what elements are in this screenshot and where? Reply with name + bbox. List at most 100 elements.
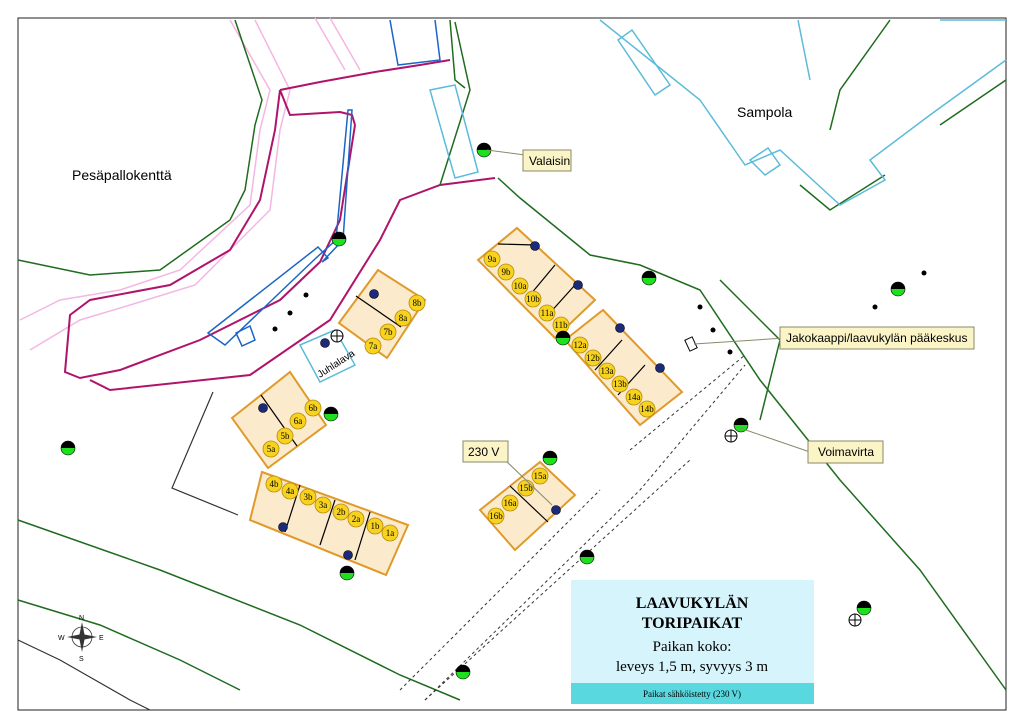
callout-voltage: 230 V [462,440,509,463]
compass-n: N [79,615,84,622]
outlet-symbols [330,329,862,627]
stall-slot-7a[interactable]: 7a [364,337,382,355]
lamp-icon [455,664,471,680]
legend-footer-text: Paikat sähköistetty (230 V) [643,689,741,699]
stall-slot-label: 4a [286,486,295,496]
stall-slot-6b[interactable]: 6b [304,399,322,417]
legend-footer-band [571,683,814,704]
stall-slot-2a[interactable]: 2a [347,510,365,528]
driveway [399,354,746,701]
lamp-symbols [60,142,906,680]
stall-slot-2b[interactable]: 2b [332,503,350,521]
stall-slot-label: 5b [281,431,291,441]
stall-slot-10a[interactable]: 10a [511,277,529,295]
stall-slot-11a[interactable]: 11a [538,304,556,322]
stall-slot-14b[interactable]: 14b [638,400,656,418]
label-building: Sampola [737,104,792,120]
stall-slot-label: 6a [294,416,303,426]
stall-slot-15a[interactable]: 15a [531,467,549,485]
stall-slot-label: 11b [554,320,568,330]
stall-slot-12b[interactable]: 12b [584,349,602,367]
callout-cabinet-text: Jakokaappi/laavukylän pääkeskus [786,331,967,345]
stall-slot-label: 5a [267,444,276,454]
stall-slot-4b[interactable]: 4b [265,475,283,493]
compass-w: W [58,635,65,642]
cabinet-symbol [684,336,698,352]
stall-slot-label: 4b [270,479,280,489]
pink-paths [19,17,361,351]
stall-slot-14a[interactable]: 14a [625,388,643,406]
stall-slot-16b[interactable]: 16b [487,507,505,525]
stall-slot-11b[interactable]: 11b [552,316,570,334]
map-frame [17,17,1007,711]
stall-slot-label: 1b [371,521,381,531]
callout-lamp-text: Valaisin [529,154,570,168]
stall-slot-label: 2a [352,514,361,524]
road [63,59,496,392]
stall-slot-label: 7a [369,341,378,351]
stall-slot-7b[interactable]: 7b [379,323,397,341]
legend-title-line1: LAAVUKYLÄN [636,594,749,612]
lamp-icon [331,231,347,247]
callout-cabinet: Jakokaappi/laavukylän pääkeskus [779,326,975,350]
legend-size-text: leveys 1,5 m, syvyys 3 m [616,659,768,675]
lamp-icon [856,600,872,616]
lamp-icon [476,142,492,158]
stall-slot-3a[interactable]: 3a [314,496,332,514]
lamp-icon [579,549,595,565]
legend-size-heading: Paikan koko: [653,639,732,655]
callout-lamp: Valaisin [522,149,572,172]
stall-slot-1b[interactable]: 1b [366,517,384,535]
stall-slot-label: 9a [488,254,497,264]
stall-slot-label: 3a [319,500,328,510]
stall-slot-1a[interactable]: 1a [381,524,399,542]
stall-slot-9b[interactable]: 9b [497,263,515,281]
grey-lines [17,391,239,711]
stall-slot-15b[interactable]: 15b [517,479,535,497]
stall-slot-8a[interactable]: 8a [394,309,412,327]
stall-slot-10b[interactable]: 10b [524,290,542,308]
stall-slot-8b[interactable]: 8b [408,294,426,312]
label-field: Pesäpallokenttä [72,167,172,183]
legend-title-line2: TORIPAIKAT [642,615,743,632]
stall-slot-label: 16a [504,498,517,508]
dark-blue-buildings [206,19,441,347]
lamp-icon [555,330,571,346]
stall-slot-label: 10b [526,294,540,304]
stall-slot-16a[interactable]: 16a [501,494,519,512]
green-paths [17,19,1007,701]
stall-slot-label: 2b [337,507,347,517]
power-points [258,241,665,560]
stall-slot-13b[interactable]: 13b [611,375,629,393]
sampola-building [298,19,1007,383]
small-dots [272,270,927,355]
stall-slot-5a[interactable]: 5a [262,440,280,458]
stall-slot-9a[interactable]: 9a [483,250,501,268]
stall-slot-label: 8a [399,313,408,323]
stall-block-15-16 [478,460,577,552]
stall-slot-label: 6b [309,403,319,413]
stall-slot-13a[interactable]: 13a [598,362,616,380]
leader-lines [486,149,811,506]
stall-slot-4a[interactable]: 4a [281,482,299,500]
lamp-icon [641,270,657,286]
stall-slot-12a[interactable]: 12a [571,336,589,354]
stall-block-9-11 [476,226,597,340]
stall-slot-5b[interactable]: 5b [276,427,294,445]
stall-slot-6a[interactable]: 6a [289,412,307,430]
stall-slot-label: 15b [519,483,533,493]
stall-slot-label: 10a [514,281,527,291]
stall-slot-3b[interactable]: 3b [299,488,317,506]
callout-power: Voimavirta [807,440,884,464]
legend-box: LAAVUKYLÄN TORIPAIKAT Paikan koko: levey… [571,580,814,704]
stall-slot-label: 13b [613,379,627,389]
stall-slot-label: 12b [586,353,600,363]
stall-slot-label: 13a [601,366,614,376]
lamp-icon [890,281,906,297]
stall-slot-label: 9b [502,267,512,277]
lamp-icon [60,440,76,456]
stall-slot-label: 14a [628,392,641,402]
lamp-icon [339,565,355,581]
stall-slot-label: 11a [541,308,554,318]
